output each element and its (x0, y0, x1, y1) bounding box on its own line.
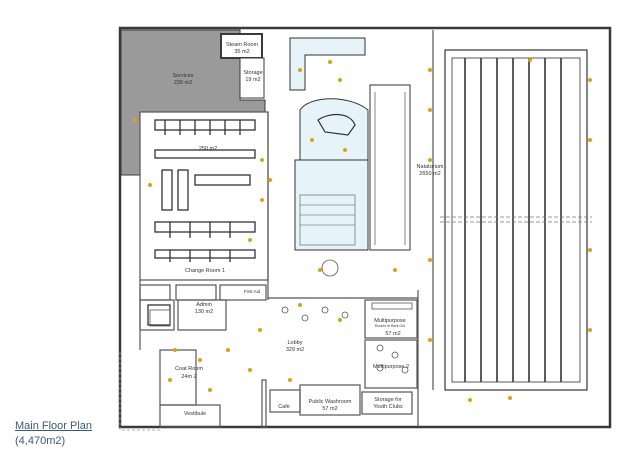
public-washroom-area: 57 m2 (322, 406, 337, 412)
multipurpose1-area: 57 m2 (385, 331, 400, 337)
admin-area: 130 m2 (195, 309, 213, 315)
caption-title: Main Floor Plan (15, 420, 93, 432)
storage-top-area: 19 m2 (245, 77, 260, 83)
change-room-label: Change Room 1 (185, 268, 225, 274)
services-area: 239 m2 (174, 80, 192, 86)
services-label: Services (172, 73, 193, 79)
multipurpose1-label: Multipurpose (374, 318, 406, 324)
coat-room-area: 24m 2 (181, 374, 196, 380)
interior-walls (139, 30, 434, 428)
change-area-label: 250 m2 (199, 146, 217, 152)
vestibule-label: Vestibule (184, 411, 206, 417)
coat-room-label: Coat Room (175, 366, 203, 372)
steam-room-area: 35 m2 (234, 49, 249, 55)
lobby-label: Lobby (288, 340, 303, 346)
lap-pool (440, 49, 592, 391)
dashed-site-outline (119, 352, 160, 431)
admin-label: Admin (196, 302, 212, 308)
natatorium-label: Natatorium (417, 164, 444, 170)
leisure-pool (289, 37, 411, 251)
plant-markers (133, 58, 592, 402)
multipurpose1-sub: Rooms to Rent Out (375, 324, 405, 328)
storage-top-label: Storage (243, 70, 262, 76)
steam-room (220, 33, 263, 59)
plan-caption: Main Floor Plan (4,470m2) (15, 419, 92, 449)
lobby-area: 329 m2 (286, 347, 304, 353)
caption-area: (4,470m2) (15, 435, 66, 447)
public-washroom-label: Public Washroom (309, 399, 352, 405)
furniture (149, 259, 413, 374)
storage-youth-label-2: Youth Clubs (373, 404, 403, 410)
steam-room-label: Steam Room (226, 42, 259, 48)
storage-youth-label-1: Storage for (374, 397, 401, 403)
exterior-walls (118, 26, 612, 429)
multipurpose2-label: Multipurpose 2 (373, 364, 409, 370)
change-room-fixtures (147, 119, 256, 326)
first-aid-label: First Aid (244, 289, 261, 294)
natatorium-area: 2650 m2 (419, 171, 440, 177)
storage-top-room (239, 57, 265, 99)
cafe-label: Cafe (278, 404, 290, 410)
